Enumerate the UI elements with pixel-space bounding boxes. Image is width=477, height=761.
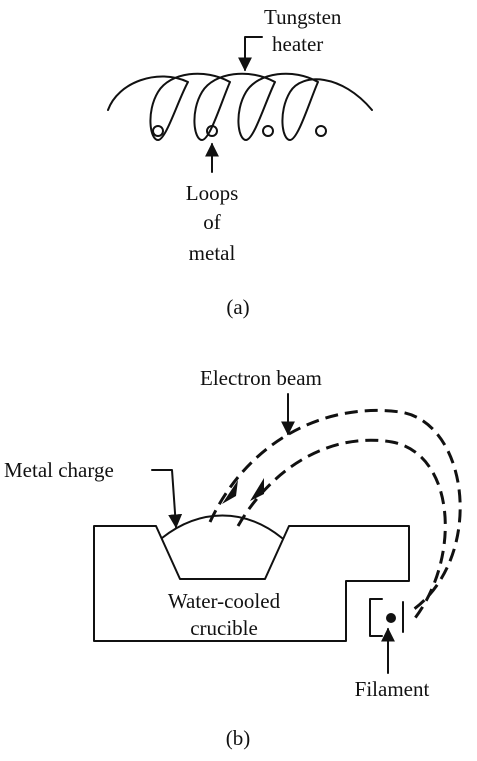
heater-label-line2: heater: [272, 32, 323, 56]
metal-charge: [161, 514, 283, 539]
heater-label-line1: Tungsten: [264, 5, 342, 29]
electron-beam-arrowhead: [250, 478, 264, 501]
panel-a: Tungsten heater Loops of metal (a): [107, 5, 373, 319]
metal-charge-pointer-arrow: [151, 469, 183, 529]
crucible-label-line1: Water-cooled: [168, 589, 281, 613]
metal-charge-label: Metal charge: [4, 458, 114, 482]
electron-beam-inner: [236, 438, 447, 623]
crucible-label-line2: crucible: [190, 616, 258, 640]
metal-loop: [206, 125, 218, 137]
loops-label-line3: metal: [189, 241, 236, 265]
caption-a: (a): [226, 295, 249, 319]
loops-label-line1: Loops: [186, 181, 239, 205]
electron-beam-label: Electron beam: [200, 366, 322, 390]
metal-loops: [152, 125, 327, 137]
heater-pointer-arrow: [238, 36, 263, 72]
electron-beam-outer: [208, 408, 462, 614]
metal-loop: [262, 125, 274, 137]
metal-loop: [315, 125, 327, 137]
filament-label: Filament: [355, 677, 430, 701]
electron-beam-arrowhead: [222, 480, 238, 504]
panel-b: Water-cooled crucible Metal charge Elect…: [4, 366, 462, 750]
loops-label-line2: of: [203, 210, 221, 234]
filament-assembly: [369, 598, 404, 637]
filament: [386, 613, 396, 623]
caption-b: (b): [226, 726, 251, 750]
filament-bracket: [369, 598, 383, 637]
crucible-outline: [93, 525, 410, 642]
metal-loop: [152, 125, 164, 137]
tungsten-heater-coil: [107, 72, 373, 141]
